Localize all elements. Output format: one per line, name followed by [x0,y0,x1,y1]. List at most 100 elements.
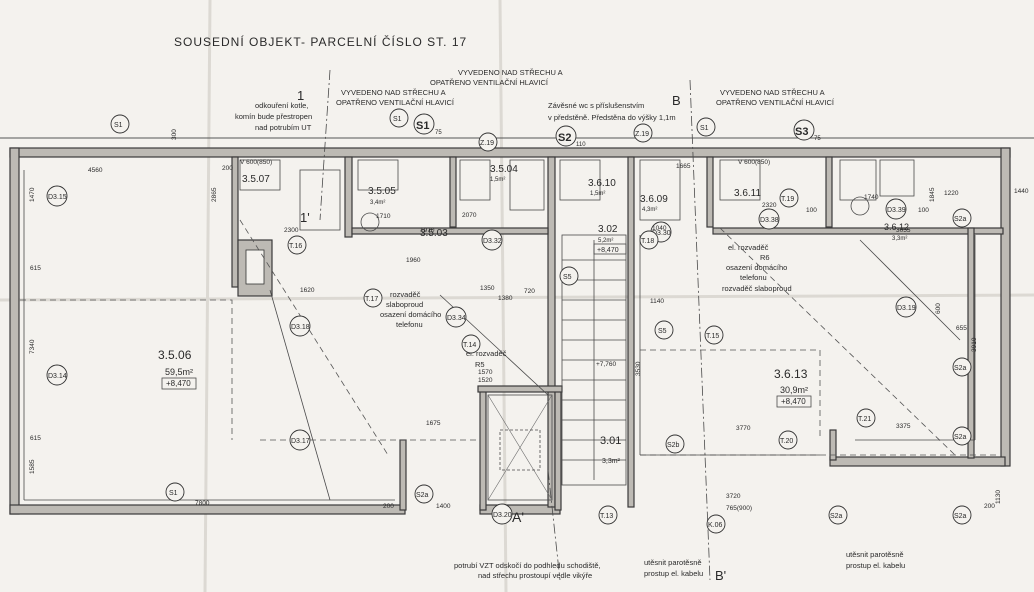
tag-t-16: T.16 [289,243,302,250]
svg-text:5,2m²: 5,2m² [598,238,613,244]
note-seal1-line2: prostup el. kabelu [644,569,703,578]
tag-t-13: T.13 [600,513,613,520]
wall-int-11 [479,389,487,511]
tag-s5-b: S5 [658,328,667,335]
dim-2320: 2320 [762,202,777,209]
wall-int-9 [712,227,1004,235]
staircase [561,234,627,486]
svg-text:3,4m²: 3,4m² [370,200,385,206]
section-1-prime: 1' [300,210,310,225]
tag-z-19-a: Z.19 [480,140,494,147]
room-3-6-12: 3.6.12 3,3m² [884,222,909,242]
dim-615-a: 615 [30,265,41,272]
tag-s2a-3: S2a [954,434,967,441]
window-600-b: V 600(850) [738,159,770,166]
dim-75-b: 75 [814,136,821,142]
room-3-6-13: 3.6.13 30,9m² +8,470 [774,367,812,408]
tag-s2a-4: S2a [954,513,967,520]
dim-75-a: 75 [435,130,442,136]
wall-int-5 [627,156,635,508]
note-chimney-line1: odkouření kotle, [255,101,308,110]
dim-3530: 3530 [635,361,642,376]
tag-s3-bold: S3 [795,126,808,138]
dim-1970: 1970 [420,227,435,234]
dormer-line-2 [239,219,389,456]
wall-int-12 [554,389,562,511]
tag-d3-34: D3.34 [447,315,466,322]
tag-d3-18: D3.18 [291,324,310,331]
dim-3720: 3720 [726,493,741,500]
roof-line-left [20,299,233,440]
window-600-a: V 600(850) [240,159,272,166]
dim-3770: 3770 [736,425,751,432]
room-3-5-05: 3.5.05 3,4m² [368,186,396,206]
dim-1520: 1520 [478,377,493,384]
note-wc-line2: v předstěně. Předstěna do výšky 1,1m [548,113,676,122]
tag-k-06: K.06 [708,522,723,529]
dim-100-a: 100 [806,207,817,214]
room-3-6-09: 3.6.09 4,3m² [640,194,668,213]
dim-300: 300 [171,129,178,140]
dim-2300: 2300 [284,227,299,234]
note-wc-line1: Závěsné wc s příslušenstvím [548,101,644,110]
dim-2070: 2070 [462,212,477,219]
note-vent2-line1: VYVEDENO NAD STŘECHU A [458,68,563,77]
lift-shaft [487,394,553,501]
dim-1740: 1740 [864,194,879,201]
wall-int-6 [706,156,714,228]
svg-text:+8,470: +8,470 [597,247,619,254]
note-vent3-line1: VYVEDENO NAD STŘECHU A [720,88,825,97]
dim-1620: 1620 [300,287,315,294]
dim-3055: 3055 [896,227,911,234]
dim-1140: 1140 [650,298,664,305]
dim-200-b: 200 [383,503,394,510]
note-el-rozvadec: el. rozvaděč [466,349,507,358]
tag-s2a-6: S2a [416,492,429,499]
tag-s5-a: S5 [563,274,572,281]
svg-text:4,3m²: 4,3m² [642,207,657,213]
dim-1570: 1570 [478,369,493,376]
svg-text:30,9m²: 30,9m² [780,385,808,395]
note-vzt-line2: nad střechu prostoupí vedle vikýře [478,571,592,580]
note-seal2-line2: prostup el. kabelu [846,561,905,570]
wall-int-8 [351,227,549,235]
dim-1845: 1845 [929,187,936,202]
svg-text:3.6.10: 3.6.10 [588,178,616,189]
wall-top [9,147,1011,158]
room-3-5-06: 3.5.06 59,5m² +8,470 [158,348,197,390]
note-dist1-line1: rozvaděč [390,290,421,299]
room-3-01: 3.01 3,3m² [600,435,621,465]
wall-int-7 [825,156,833,228]
tag-z-19-b: Z.19 [635,131,649,138]
tag-s2a-2: S2a [954,365,967,372]
dim-1440: 1440 [1014,188,1029,195]
note-vent2-line2: OPATŘENO VENTILAČNÍ HLAVICÍ [430,78,549,87]
note-seal2-line1: utěsnit parotěsně [846,550,904,559]
dim-3910: 3910 [971,337,978,352]
svg-text:3.5.05: 3.5.05 [368,186,396,197]
section-b: B [672,93,681,108]
tag-s2a-5: S2a [830,513,843,520]
section-a-prime: A' [512,509,524,525]
wall-int-3 [449,156,457,228]
dim-1585: 1585 [29,459,36,474]
svg-text:+8,470: +8,470 [166,379,191,388]
note-dist2-line4: telefonu [740,273,767,282]
tag-d3-17: D3.17 [291,438,310,445]
tag-d3-20: D3.20 [493,512,512,519]
wall-int-1 [231,156,239,288]
svg-text:3.6.09: 3.6.09 [640,194,668,205]
wall-int-10 [399,439,407,511]
dim-1710: 1710 [376,213,391,220]
svg-text:3,3m²: 3,3m² [602,458,621,465]
dim-2865: 2865 [211,187,218,202]
tag-d3-30: D3.30 [652,230,671,237]
tag-s1-a: S1 [114,122,123,129]
dim-1350: 1350 [480,285,495,292]
note-chimney-line2: komín bude přestropen [235,112,312,121]
dim-110: 110 [576,142,586,148]
note-vent1-line2: OPATŘENO VENTILAČNÍ HLAVICÍ [336,98,455,107]
dim-1220: 1220 [944,190,959,197]
wall-bottom-right [829,456,1006,467]
tag-t-21: T.21 [858,416,871,423]
